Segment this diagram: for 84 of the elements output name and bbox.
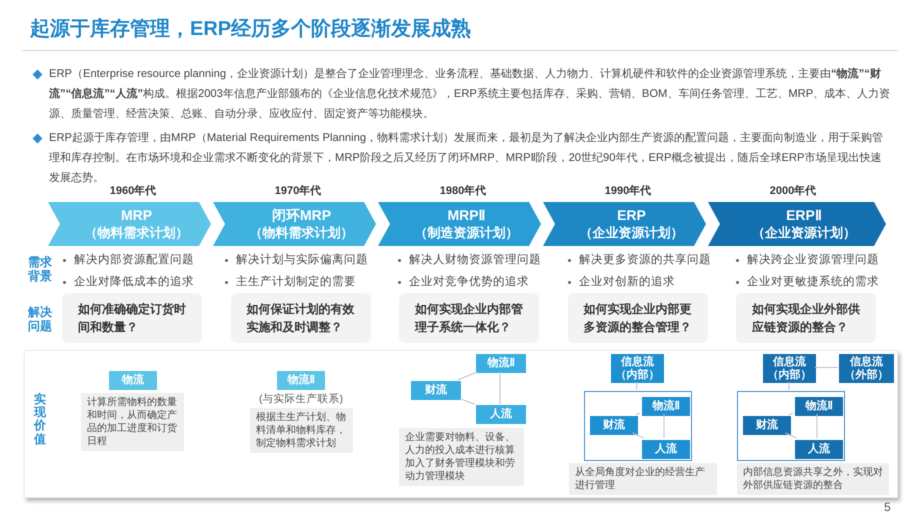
paragraph: ERP（Enterprise resource planning，企业资源计划）是整合了企业管理理念、业务流程、基础数据、人力物力、计算机硬件和软件的企业资源管理系统，主要由“物流”“财流”“信息流”“人流”构成。根据2003年信息产业部颁布的《企业信息化技术规范》，ERP系统主要包括库存、采购、营销、BOM、车间任务管理、工艺、MRP、成本、人力资源、质量管理、经营决策、总账、自动分录、应收应付、固定资产等功能模块。 — [49, 66, 892, 122]
tag-text: 人流 — [808, 443, 830, 456]
tag-text: 物流Ⅱ — [288, 374, 314, 387]
question-text: 如何准确确定订货时间和数量？ — [78, 301, 186, 336]
flow-tag — [795, 440, 843, 459]
question-text: 如何保证计划的有效实施和及时调整？ — [246, 301, 354, 336]
page-number: 5 — [884, 499, 891, 516]
bullet-text: 解决跨企业资源管理问题 — [747, 252, 879, 268]
group-frame — [584, 391, 692, 461]
stage-subtitle: （企业资源计划） — [580, 224, 684, 242]
description-text: 从全局角度对企业的经营生产进行管理 — [575, 466, 706, 492]
stage-name: ERP — [617, 206, 646, 224]
tag-text: 财流 — [603, 419, 625, 432]
description-text: 企业需要对物料、设备、人力的投入成本进行核算 — [405, 431, 516, 457]
connector-line — [788, 382, 790, 390]
row-heading: 解决问题 — [28, 305, 53, 333]
flow-tag — [109, 371, 157, 390]
stage-subtitle: （物料需求计划） — [84, 224, 188, 242]
bullet-text: 企业对更敏捷系统的需求 — [747, 274, 879, 290]
tag-text: 物流 — [122, 374, 144, 387]
connector-line — [636, 412, 640, 416]
stage-name: MRPⅡ — [447, 206, 486, 224]
stage-subtitle: （企业资源计划） — [752, 224, 856, 242]
tag-text: 人流 — [490, 408, 512, 421]
question-text: 如何实现企业外部供应链资源的整合？ — [752, 301, 860, 336]
decade-label: 1960年代 — [108, 184, 158, 199]
flow-tag — [763, 354, 816, 383]
bullet-text: 企业对降低成本的追求 — [74, 274, 194, 290]
connector-line — [788, 412, 794, 416]
note-label: (与实际生产联系) — [258, 393, 344, 406]
connector-line — [816, 414, 818, 438]
stage-name: ERPⅡ — [786, 206, 822, 224]
flow-tag — [795, 397, 843, 416]
description-text: 加入了财务管理模块和劳动力管理模块 — [405, 457, 516, 483]
connector-line — [785, 432, 797, 438]
decade-label: 1980年代 — [438, 184, 488, 199]
tag-text: 信息流（外部） — [844, 356, 890, 382]
row-heading: 实现价值 — [34, 393, 46, 446]
connector-line — [632, 432, 644, 438]
flow-tag — [611, 354, 664, 383]
description-text: 内部信息资源共享之外，实现对外部供应链资源的整合 — [743, 466, 883, 492]
bullet-text: 主生产计划制定的需要 — [236, 274, 356, 290]
flow-tag — [642, 440, 690, 459]
tag-text: 财流 — [756, 419, 778, 432]
flow-tag — [642, 397, 690, 416]
value-panel — [24, 350, 898, 498]
bullet-text: 解决人财物资源管理问题 — [409, 252, 541, 268]
stage-subtitle: （制造资源计划） — [414, 224, 518, 242]
flow-tag — [476, 354, 526, 373]
decade-label: 1970年代 — [274, 184, 322, 199]
question-text: 如何实现企业内部管理子系统一体化？ — [415, 301, 523, 336]
flow-tag — [743, 416, 791, 435]
stage-subtitle: （物料需求计划） — [250, 224, 354, 242]
tag-text: 物流Ⅱ — [806, 400, 832, 413]
bullet-text: 解决内部资源配置问题 — [74, 252, 194, 268]
bullet-text: 解决计划与实际偏离问题 — [236, 252, 368, 268]
connector-line — [457, 372, 478, 380]
tag-text: 物流Ⅱ — [652, 400, 680, 413]
stage-name: 闭环MRP — [272, 206, 332, 224]
bullet-text: 解决更多资源的共享问题 — [579, 252, 711, 268]
tag-text: 信息流（内部） — [615, 356, 660, 382]
tag-text: 信息流（内部） — [767, 356, 812, 382]
stage-name: MRP — [120, 206, 152, 224]
paragraph: ERP起源于库存管理，由MRP（Material Requirements Planning，物料需求计划）发展而来，最初是为了解决企业内部生产资源的配置问题，主要面向制造业，用于采购管理和库存控制。在市场环境和企业需求不断变化的背景下，MRP阶段之后又经历了闭环MRP、MRPⅡ阶段，20世纪90年代，ERP概念被提出，随后全球ERP市场呈现出快速发展态势。 — [49, 130, 884, 184]
flow-tag — [476, 405, 526, 424]
tag-text: 财流 — [425, 384, 447, 397]
group-frame — [737, 391, 845, 461]
flow-tag — [590, 416, 638, 435]
bullet-text: 企业对创新的追求 — [579, 274, 675, 290]
page-title: 起源于库存管理，ERP经历多个阶段逐渐发展成熟 — [30, 16, 472, 42]
tag-text: 物流Ⅱ — [488, 357, 514, 370]
description-text: 根据主生产计划、物料清单和物料库存，制定物料需求计划 — [256, 411, 347, 450]
row-heading: 需求背景 — [28, 255, 53, 283]
flow-tag — [411, 381, 461, 400]
tag-text: 人流 — [655, 443, 677, 456]
connector-line — [814, 367, 838, 368]
flow-tag — [839, 354, 894, 383]
decade-label: 1990年代 — [604, 184, 652, 199]
bullet-text: 企业对竞争优势的追求 — [409, 274, 529, 290]
connector-line — [460, 398, 476, 405]
description-text: 计算所需物料的数量和时间，从而确定产品的加工进度和订货日程 — [87, 396, 178, 448]
question-text: 如何实现企业内部更多资源的整合管理？ — [584, 301, 692, 336]
connector-line — [636, 382, 638, 390]
decade-label: 2000年代 — [768, 184, 818, 199]
